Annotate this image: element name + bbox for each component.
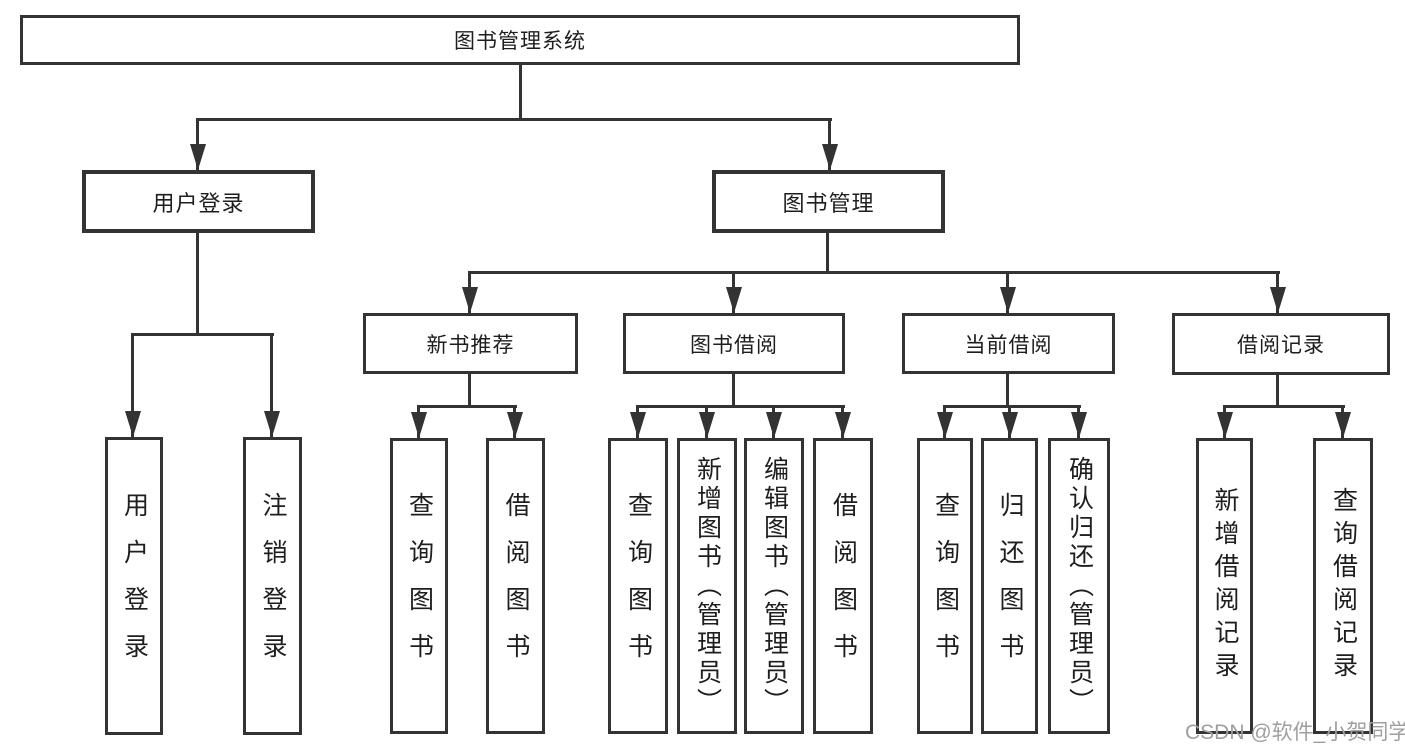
leaf-confirm-return-admin-label: 确认归还（管理员） [1065, 455, 1094, 717]
arrow-down-icon [1071, 412, 1087, 438]
connector-line [468, 271, 1280, 274]
leaf-current-query-books: 查询图书 [917, 438, 973, 734]
connector-line [636, 405, 845, 408]
connector-line [519, 63, 522, 121]
arrow-down-icon [125, 411, 141, 437]
leaf-edit-book-admin: 编辑图书（管理员） [744, 438, 804, 734]
connector-line [196, 118, 832, 121]
leaf-return-books: 归还图书 [981, 438, 1038, 734]
connector-line [131, 333, 274, 336]
leaf-add-book-admin: 新增图书（管理员） [677, 438, 737, 734]
arrow-down-icon [937, 412, 953, 438]
leaf-current-query-books-label: 查询图书 [931, 492, 960, 680]
connector-line [270, 333, 273, 437]
leaf-borrowing-query-books: 查询图书 [608, 438, 668, 734]
arrow-down-icon [630, 412, 646, 438]
leaf-logout-label: 注销登录 [259, 492, 287, 680]
leaf-borrowing-query-books-label: 查询图书 [624, 492, 653, 680]
leaf-confirm-return-admin: 确认归还（管理员） [1048, 438, 1110, 734]
arrow-down-icon [411, 412, 427, 438]
connector-line [943, 405, 1081, 408]
connector-line [1276, 373, 1279, 407]
connector-line [1223, 405, 1345, 408]
leaf-recommend-query-books: 查询图书 [390, 438, 448, 734]
node-book-borrowing: 图书借阅 [623, 313, 845, 374]
connector-line [1006, 373, 1009, 407]
arrow-down-icon [1002, 412, 1018, 438]
node-new-book-recommendation: 新书推荐 [363, 313, 578, 374]
leaf-add-borrow-record-label: 新增借阅记录 [1211, 487, 1239, 685]
connector-line [826, 233, 829, 274]
connector-line [732, 373, 735, 407]
connector-line [131, 333, 134, 437]
arrow-down-icon [699, 412, 715, 438]
arrow-down-icon [1270, 287, 1286, 313]
node-book-management: 图书管理 [712, 170, 945, 233]
leaf-query-borrow-record: 查询借阅记录 [1313, 438, 1373, 734]
leaf-add-book-admin-label: 新增图书（管理员） [693, 455, 722, 717]
connector-line [468, 373, 471, 407]
leaf-recommend-query-books-label: 查询图书 [405, 492, 434, 680]
leaf-query-borrow-record-label: 查询借阅记录 [1329, 487, 1358, 685]
node-current-borrowing: 当前借阅 [902, 313, 1115, 374]
arrow-down-icon [822, 144, 838, 170]
leaf-recommend-borrow-books-label: 借阅图书 [502, 492, 530, 680]
leaf-user-login-label: 用户登录 [120, 492, 149, 680]
leaf-borrowing-borrow-books-label: 借阅图书 [829, 492, 858, 680]
leaf-borrowing-borrow-books: 借阅图书 [813, 438, 873, 734]
arrow-down-icon [264, 411, 280, 437]
leaf-logout: 注销登录 [243, 437, 302, 735]
leaf-return-books-label: 归还图书 [996, 492, 1024, 680]
arrow-down-icon [766, 412, 782, 438]
leaf-user-login: 用户登录 [105, 437, 163, 735]
arrow-down-icon [835, 412, 851, 438]
node-library-management-system: 图书管理系统 [20, 15, 1020, 65]
arrow-down-icon [462, 287, 478, 313]
leaf-edit-book-admin-label: 编辑图书（管理员） [760, 455, 789, 717]
node-borrowing-records: 借阅记录 [1172, 313, 1390, 375]
arrow-down-icon [190, 144, 206, 170]
leaf-recommend-borrow-books: 借阅图书 [486, 438, 545, 734]
csdn-watermark: CSDN @软件_小贺同学 [1185, 721, 1405, 744]
node-user-login: 用户登录 [82, 170, 315, 233]
arrow-down-icon [726, 287, 742, 313]
arrow-down-icon [1000, 287, 1016, 313]
connector-line [196, 233, 199, 336]
connector-line [417, 405, 517, 408]
leaf-add-borrow-record: 新增借阅记录 [1196, 438, 1253, 734]
arrow-down-icon [507, 412, 523, 438]
arrow-down-icon [1335, 412, 1351, 438]
arrow-down-icon [1217, 412, 1233, 438]
